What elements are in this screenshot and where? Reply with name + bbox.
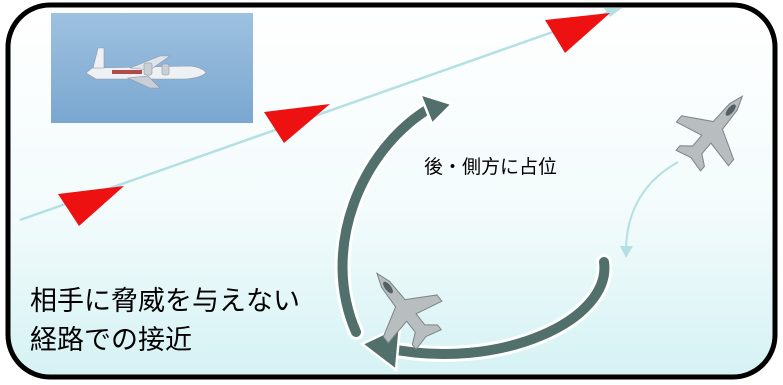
flight-path bbox=[19, 8, 616, 222]
maneuver-label: 後・側方に占位 bbox=[424, 156, 558, 178]
approach-label-line2: 経路での接近 bbox=[30, 325, 192, 356]
fighter-jet-icon bbox=[375, 272, 443, 351]
approach-label-line1: 相手に脅威を与えない bbox=[30, 286, 300, 317]
approach-path bbox=[625, 161, 679, 249]
red-triangle-direction-icon bbox=[545, 13, 610, 53]
red-triangle-direction-icon bbox=[264, 104, 330, 143]
fighter-jet-icon bbox=[675, 95, 744, 172]
flight-path-arrowhead bbox=[604, 8, 622, 17]
surveillance-aircraft-photo bbox=[51, 13, 253, 123]
approach-path-arrowhead bbox=[620, 246, 633, 258]
red-triangle-direction-icon bbox=[58, 186, 124, 226]
approach-label: 相手に脅威を与えない 経路での接近 bbox=[30, 282, 300, 360]
maneuver-arrow bbox=[334, 92, 613, 373]
